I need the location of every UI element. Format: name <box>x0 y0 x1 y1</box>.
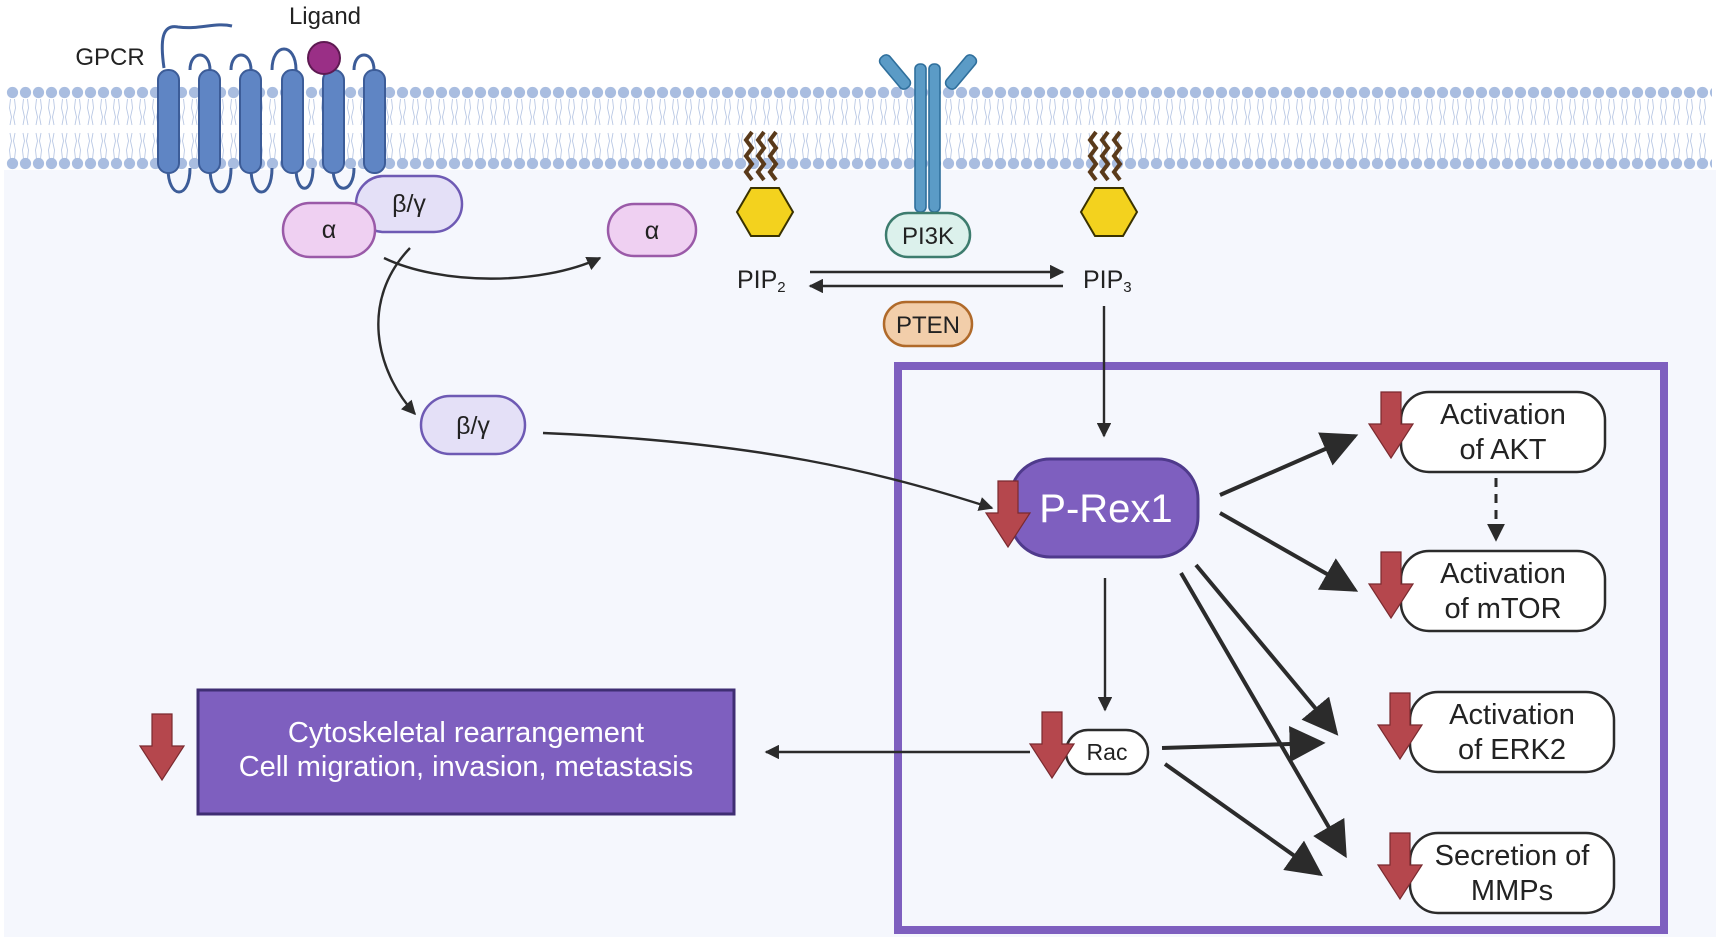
beta-gamma-label-bound: β/γ <box>392 190 426 218</box>
ligand-icon <box>307 41 341 75</box>
gpcr-label: GPCR <box>75 44 144 71</box>
hexagon-headgroup-icon <box>1079 187 1139 237</box>
pten-label: PTEN <box>896 312 960 339</box>
pi3k-receptor <box>878 54 978 213</box>
alpha-label-free: α <box>645 217 659 245</box>
rac-label: Rac <box>1087 739 1128 765</box>
pip2-lipid <box>735 130 795 237</box>
beta-gamma-label-free: β/γ <box>456 412 490 440</box>
outcome-erk2-line2: of ERK2 <box>1458 734 1566 766</box>
outcome-akt-line1: Activation <box>1440 399 1566 431</box>
alpha-label-bound: α <box>322 216 336 244</box>
lipid-tail-icon <box>1087 130 1123 182</box>
phenotype-line1: Cytoskeletal rearrangement <box>288 717 644 749</box>
alpha-subunit-bound <box>281 201 377 259</box>
beta-gamma-subunit-free <box>419 394 527 456</box>
prex1-to-akt-arrow <box>1219 432 1359 497</box>
pi3k-label: PI3K <box>902 223 954 250</box>
beta-gamma-release-arrow <box>377 247 416 416</box>
pip3-label: PIP3 <box>1083 266 1132 296</box>
ligand-label: Ligand <box>289 3 361 30</box>
outcome-akt: Activation of AKT <box>1368 390 1607 474</box>
outcome-mtor: Activation of mTOR <box>1368 549 1607 633</box>
rac-to-mmps-arrow <box>1163 762 1323 877</box>
alpha-subunit-free <box>606 202 698 258</box>
prex1-to-mmps-arrow <box>1179 571 1347 859</box>
phenotype-line2: Cell migration, invasion, metastasis <box>239 751 694 783</box>
outcome-erk2-line1: Activation <box>1449 699 1575 731</box>
pi3k-enzyme <box>884 211 972 259</box>
pip2-label: PIP2 <box>737 266 786 296</box>
gpcr-receptor <box>157 23 386 194</box>
outcome-mtor-line2: of mTOR <box>1444 593 1561 625</box>
prex1-to-mtor-arrow <box>1219 511 1359 592</box>
p-rex1-signaling-frame <box>894 362 1668 934</box>
outcome-mtor-line1: Activation <box>1440 558 1566 590</box>
p-rex1-label: P-Rex1 <box>1039 487 1172 531</box>
outcome-mmps: Secretion of MMPs <box>1377 831 1616 915</box>
beta-gamma-to-prex1-arrow <box>542 431 994 511</box>
g-protein-complex: β/γ α <box>281 174 464 259</box>
lipid-tail-icon <box>743 130 779 182</box>
pten-enzyme <box>882 300 974 348</box>
outcome-akt-line2: of AKT <box>1459 434 1546 466</box>
prex1-to-erk2-arrow <box>1194 563 1339 736</box>
hexagon-headgroup-icon <box>735 187 795 237</box>
alpha-release-arrow <box>383 256 602 280</box>
outcome-erk2: Activation of ERK2 <box>1377 690 1616 774</box>
outcome-mmps-line1: Secretion of <box>1435 840 1591 872</box>
phenotype-box <box>196 688 736 816</box>
outcome-mmps-line2: MMPs <box>1471 875 1553 907</box>
rac-to-erk2-arrow <box>1161 726 1326 763</box>
pip3-lipid <box>1079 130 1139 237</box>
